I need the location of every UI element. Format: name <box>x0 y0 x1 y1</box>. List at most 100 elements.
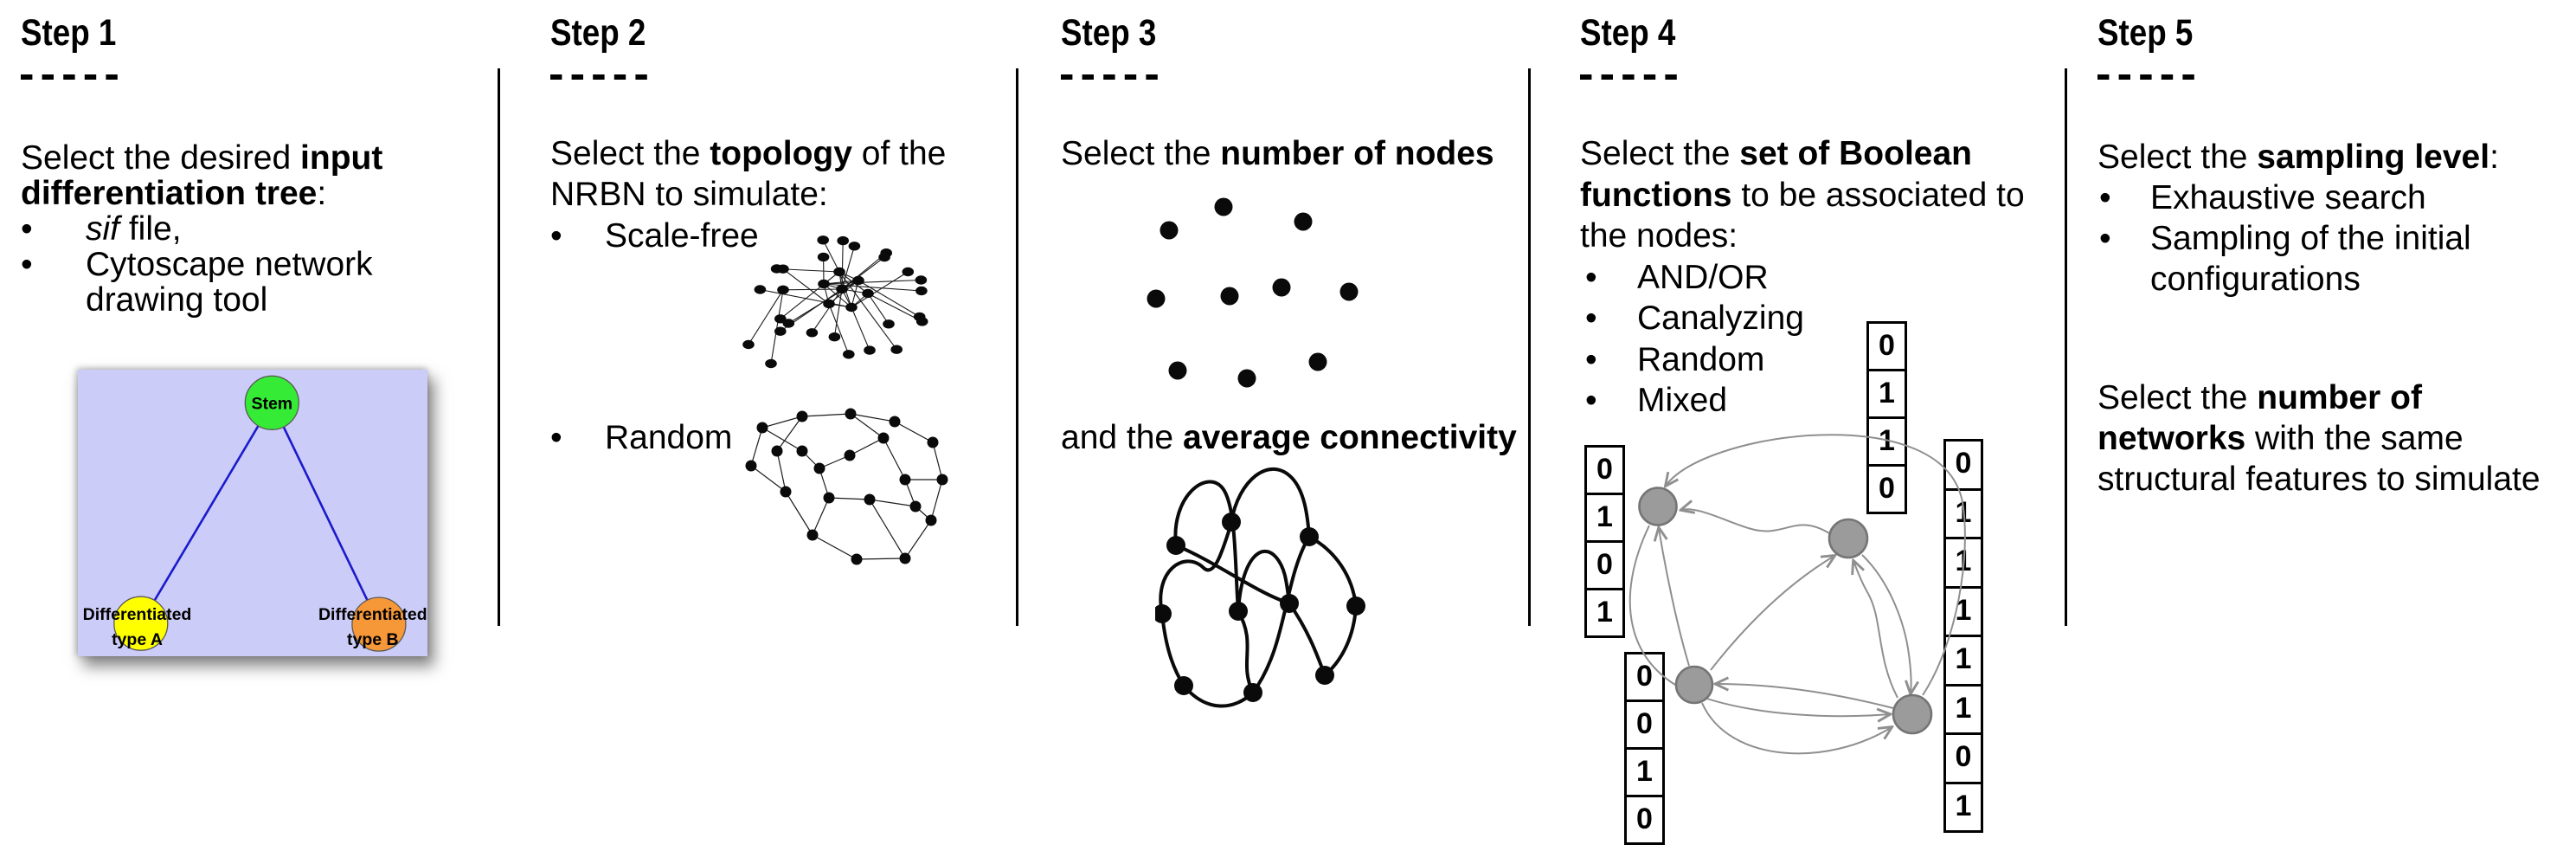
text-segment: configurations <box>2150 260 2361 298</box>
table-cell: 1 <box>1587 493 1622 540</box>
text-segment: Select the <box>2097 378 2258 416</box>
text-segment-bold: average connectivity <box>1182 418 1517 456</box>
differentiation-tree-image: Stem Differentiated type A Differentiate… <box>78 370 427 656</box>
stem-node <box>244 375 299 430</box>
type-b-node <box>351 596 407 652</box>
table-cell: 1 <box>1946 585 1981 635</box>
bullet-icon: • <box>21 245 33 283</box>
tree-labels: Stem Differentiated type A Differentiate… <box>83 394 427 649</box>
column-divider-1 <box>498 68 500 626</box>
step4-bullet-andor: • AND/OR <box>1580 257 2025 299</box>
text-segment: Scale-free <box>605 216 759 255</box>
connectivity-image <box>1155 467 1365 708</box>
scalefree-nodes <box>742 235 928 369</box>
table-cell: 0 <box>1955 447 1972 480</box>
type-a-node <box>113 596 169 651</box>
text-segment: NRBN to simulate: <box>550 176 828 214</box>
table-cell: 1 <box>1587 588 1622 635</box>
bullet-icon: • <box>1585 340 1597 378</box>
tree-nodes <box>113 375 407 652</box>
nodes-dots-image <box>1147 197 1359 388</box>
scalefree-network-image <box>742 235 928 369</box>
step2-intro-line1: Select the topology of the <box>550 133 946 175</box>
random-network-image <box>745 408 948 565</box>
text-segment: Exhaustive search <box>2150 178 2426 216</box>
step4-intro-line3: the nodes: <box>1580 216 2025 257</box>
text-segment: Random <box>1637 340 1765 378</box>
step1-bullet-cytoscape-cont: drawing tool <box>21 282 382 318</box>
bullet-icon: • <box>550 418 562 456</box>
text-segment: Mixed <box>1637 382 1728 419</box>
column-divider-3 <box>1528 68 1531 626</box>
text-segment: Select the <box>1580 135 1740 172</box>
step2-bullet-scalefree: • Scale-free <box>550 216 946 257</box>
step4-bullet-random: • Random <box>1580 339 2025 381</box>
step1-heading: Step 1 <box>21 12 117 55</box>
dashed-rule <box>1061 74 1161 80</box>
text-segment: Random <box>605 418 733 456</box>
table-cell: 1 <box>1946 683 1981 733</box>
table-cell: 0 <box>1627 795 1662 842</box>
text-segment: Select the <box>2097 138 2258 176</box>
step5-heading: Step 5 <box>2097 12 2194 55</box>
step1-bullet-sif: •sif file, <box>21 211 382 247</box>
column-divider-4 <box>2065 68 2067 626</box>
dashed-rule <box>550 74 651 80</box>
edge-stem-to-a <box>139 402 273 624</box>
text-segment-italic: sif <box>86 210 119 248</box>
text-segment-bold: networks <box>2097 419 2246 457</box>
boolean-graph-nodes <box>1638 487 1933 735</box>
random-edges <box>750 413 943 560</box>
step4-heading: Step 4 <box>1580 12 1676 55</box>
bullet-icon: • <box>550 216 562 255</box>
text-segment: Sampling of the initial <box>2150 219 2471 257</box>
table-cell: 0 <box>1879 329 1895 362</box>
text-segment-bold: functions <box>1580 176 1732 214</box>
table-cell: 1 <box>1946 635 1981 684</box>
type-b-label-line1: Differentiated <box>318 605 427 624</box>
step2-text: Select the topology of the NRBN to simul… <box>550 133 946 257</box>
step4-text: Select the set of Boolean functions to b… <box>1580 133 2025 422</box>
step5-intro-line1: Select the sampling level: <box>2097 137 2499 177</box>
table-cell: 1 <box>1869 369 1905 416</box>
step1-text: Select the desired input differentiation… <box>21 140 382 318</box>
step2-bullet-random-line: • Random <box>550 417 732 459</box>
text-segment-bold: input <box>300 139 383 177</box>
text-segment: the nodes: <box>1580 217 1738 255</box>
step3-heading: Step 3 <box>1061 12 1157 55</box>
tree-svg: Stem Differentiated type A Differentiate… <box>78 370 427 656</box>
text-segment-bold: number of <box>2257 378 2422 416</box>
bullet-icon: • <box>2099 219 2111 257</box>
step5-bullet-exhaustive: •Exhaustive search <box>2097 177 2499 218</box>
text-segment-bold: topology <box>710 134 852 172</box>
table-cell: 0 <box>1946 732 1981 782</box>
text-segment: Select the <box>1061 134 1221 172</box>
step5-block2: Select the number of networks with the s… <box>2097 377 2541 500</box>
step5-networks-line2: networks with the same <box>2097 418 2541 459</box>
bullet-icon: • <box>1585 258 1597 296</box>
stem-label: Stem <box>251 394 292 413</box>
tree-edges <box>139 402 381 625</box>
text-segment: file, <box>119 210 182 248</box>
text-segment: AND/OR <box>1637 258 1769 296</box>
table-cell: 0 <box>1587 540 1622 588</box>
step4-bullet-canalyzing: •Canalyzing <box>1580 298 2025 339</box>
step5-networks-line1: Select the number of <box>2097 377 2541 418</box>
text-line: and the average connectivity <box>1061 417 1517 459</box>
step3-line2: and the average connectivity <box>1061 417 1517 459</box>
edge-stem-to-b <box>271 402 381 625</box>
dashed-rule <box>2097 74 2198 80</box>
text-segment-bold: differentiation tree <box>21 174 318 212</box>
step2-intro-line2: NRBN to simulate: <box>550 174 946 216</box>
node-dots <box>1147 197 1359 388</box>
dashed-rule <box>21 74 121 80</box>
table-cell: 0 <box>1596 453 1613 486</box>
step1-intro-line2: differentiation tree: <box>21 176 382 211</box>
step1-bullet-cytoscape: •Cytoscape network <box>21 247 382 282</box>
text-segment: with the same <box>2245 419 2464 457</box>
type-a-label-line1: Differentiated <box>83 605 192 624</box>
